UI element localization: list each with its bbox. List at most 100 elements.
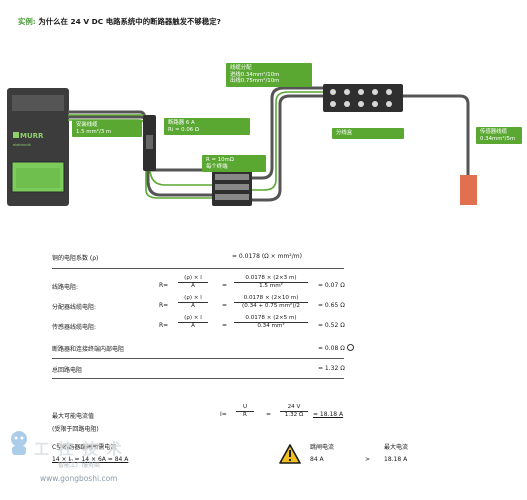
sensor-res-values: 0.0178 × (2×5 m) 0.34 mm² — [234, 315, 308, 330]
distribution-box — [323, 84, 403, 112]
label-distribution-line3: 出线0.75mm²/10m — [230, 78, 280, 85]
cable-grey-4 — [250, 94, 324, 202]
sensor-res-result-value: = 0.52 — [318, 322, 339, 329]
sensor-res-unit: Ω — [340, 322, 345, 329]
breaker-res-result-value: = 0.08 — [318, 345, 339, 352]
label-terminal-line1: R = 10mΩ — [206, 157, 234, 163]
watermark-title: 工 控 技 术 — [34, 440, 124, 458]
label-distribution-line2: 进线0.34mm²/10m — [230, 71, 280, 78]
terminal-row-1 — [215, 174, 249, 180]
dist-res-result: = 0.65 Ω — [318, 302, 345, 309]
line-res-unit: Ω — [340, 282, 345, 289]
current-formula-R: R — [236, 411, 254, 419]
power-supply-green-inner — [16, 168, 60, 188]
label-sensor-cable-line2: 0.34mm²/5m — [480, 135, 516, 142]
murr-logo-text: MURR — [20, 132, 44, 140]
sensor-res-formula-num: (ρ) × l — [184, 315, 202, 321]
line-res-formula-den: A — [178, 282, 208, 290]
current-num: 24 V — [287, 404, 301, 410]
separator-3 — [52, 378, 344, 379]
sensor-res-formula-den: A — [178, 322, 208, 330]
circuit-diagram: MURR elektronik — [7, 84, 477, 206]
dist-res-values: 0.0178 × (2×10 m) (0.34 + 0.75 mm²)/2 — [234, 295, 308, 310]
sensor-res-formula: (ρ) × l A — [178, 315, 208, 330]
trip-current-label: 跳闸电流 — [310, 444, 335, 451]
dist-res-num: 0.0178 × (2×10 m) — [243, 295, 299, 301]
line-res-label: 线路电阻: — [52, 284, 79, 291]
breaker-trip-label: C型断路器跳闸所需电流 — [52, 444, 117, 451]
dist-res-formula-num: (ρ) × l — [184, 295, 202, 301]
current-formula-U: U — [242, 404, 248, 410]
cable-grey-3 — [250, 86, 324, 180]
line-res-result-value: = 0.07 — [318, 282, 339, 289]
max-current-col-label: 最大电流 — [384, 444, 409, 451]
label-breaker: 断路器 6 A Ri = 0.06 Ω — [164, 118, 250, 136]
breaker-res-result: = 0.08 Ω — [318, 344, 354, 352]
separator-2 — [52, 358, 344, 359]
current-values: 24 V 1.32 Ω — [280, 404, 308, 419]
label-distribution-line1: 线缆分配 — [230, 65, 252, 71]
label-box: 分线盒 — [332, 128, 404, 139]
title-text: 为什么在 24 V DC 电路系统中的断路器触发不够稳定? — [38, 17, 221, 26]
line-res-values: 0.0178 × (2×3 m) 1.5 mm² — [234, 275, 308, 290]
terminal-row-3 — [215, 194, 249, 200]
cable-sensor — [403, 94, 470, 175]
line-res-den: 1.5 mm² — [234, 282, 308, 290]
warning-icon — [279, 444, 301, 464]
max-current-col-value: 18.18 A — [384, 456, 408, 463]
circuit-breaker-lever — [146, 135, 153, 149]
dist-res-R: R= — [159, 302, 169, 309]
max-current-note: (受限于回路电阻) — [52, 426, 99, 433]
label-install-cable: 安装线缆 1.5 mm²/3 m — [72, 120, 142, 138]
dist-res-unit: Ω — [340, 302, 345, 309]
line-res-R: R= — [159, 282, 169, 289]
max-current-label: 最大可能电流值 — [52, 413, 95, 420]
watermark-url: www.gongboshi.com — [40, 474, 118, 483]
distribution-box-ports — [330, 89, 392, 107]
line-res-formula-num: (ρ) × l — [184, 275, 202, 281]
dist-res-eq: = — [222, 302, 228, 309]
line-res-result: = 0.07 Ω — [318, 282, 345, 289]
sensor-res-R: R= — [159, 322, 169, 329]
line-res-num: 0.0178 × (2×3 m) — [245, 275, 297, 281]
label-terminal: R = 10mΩ 每个终端 — [202, 155, 266, 173]
breaker-trip-value: 14 × Iₙ = 14 × 6A = 84 A — [52, 456, 129, 463]
page-title: 实例: 为什么在 24 V DC 电路系统中的断路器触发不够稳定? — [18, 16, 221, 27]
label-sensor-cable: 传感器线缆 0.34mm²/5m — [476, 127, 522, 145]
murr-logo-sub: elektronik — [13, 143, 32, 147]
sensor-res-result: = 0.52 Ω — [318, 322, 345, 329]
dist-res-den: (0.34 + 0.75 mm²)/2 — [234, 302, 308, 310]
watermark-mascot-icon — [8, 430, 30, 456]
line-res-eq: = — [222, 282, 228, 289]
power-supply-top-window — [12, 95, 64, 111]
total-res-result-value: = 1.32 — [318, 365, 339, 372]
trip-current-value: 84 A — [310, 456, 324, 463]
label-breaker-line2: Ri = 0.06 Ω — [168, 126, 200, 133]
dist-res-label: 分配器线缆电阻: — [52, 304, 97, 311]
watermark-subtitle: 智能工厂服务商 — [58, 462, 101, 469]
current-formula: U R — [236, 404, 254, 419]
breaker-res-unit: Ω — [340, 345, 345, 352]
dist-res-formula: (ρ) × l A — [178, 295, 208, 310]
breaker-res-label: 断路器和连接终端内部电阻 — [52, 346, 125, 353]
dist-res-formula-den: A — [178, 302, 208, 310]
sensor-res-den: 0.34 mm² — [234, 322, 308, 330]
separator-1 — [52, 268, 344, 269]
copper-value: = 0.0178 (Ω × mm²/m) — [232, 253, 302, 260]
sensor-res-num: 0.0178 × (2×5 m) — [245, 315, 297, 321]
greater-than: > — [365, 456, 371, 463]
label-install-cable-line2: 1.5 mm²/3 m — [76, 128, 112, 135]
label-distribution: 线缆分配 进线0.34mm²/10m 出线0.75mm²/10m — [226, 63, 312, 87]
copper-label: 铜的电阻系数 (ρ) — [52, 255, 99, 262]
current-den: 1.32 Ω — [280, 411, 308, 419]
current-I: I= — [220, 411, 227, 418]
label-install-cable-line1: 安装线缆 — [76, 122, 98, 128]
sensor-res-eq: = — [222, 322, 228, 329]
circle-marker — [346, 344, 354, 351]
label-sensor-cable-line1: 传感器线缆 — [480, 129, 507, 135]
label-breaker-line1: 断路器 6 A — [168, 120, 195, 126]
sensor-res-label: 传感器线缆电阻: — [52, 324, 97, 331]
current-result: = 18.18 A — [313, 411, 344, 418]
total-res-result: = 1.32 Ω — [318, 365, 345, 372]
total-res-unit: Ω — [340, 365, 345, 372]
